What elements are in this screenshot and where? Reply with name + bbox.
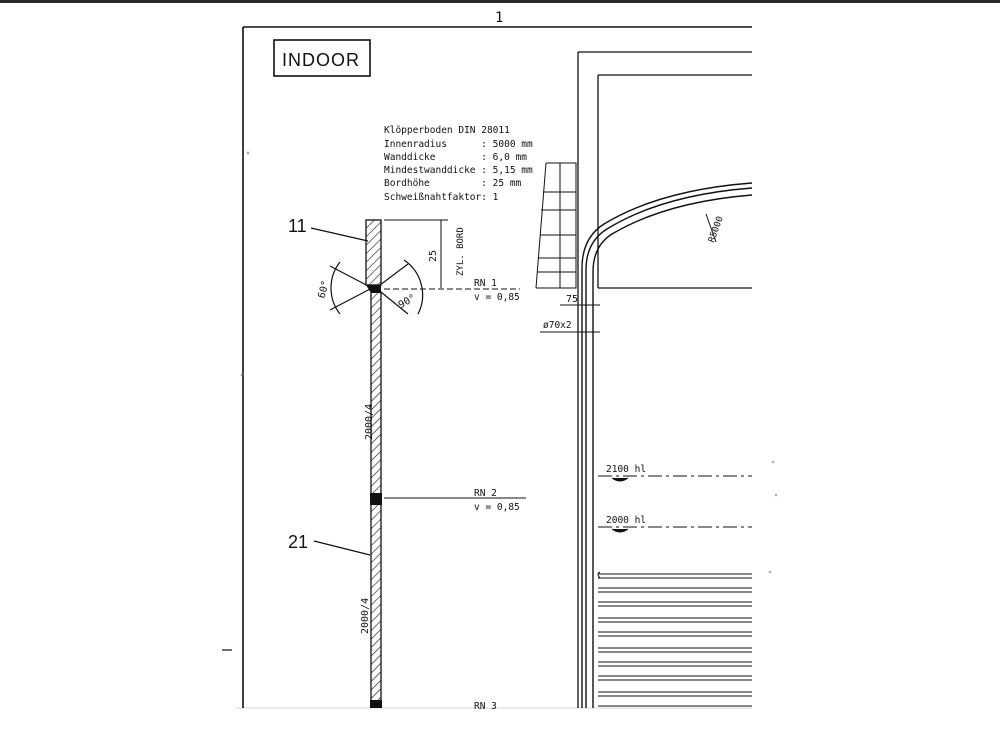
zyl-bord-label: ZYL. BORD (456, 227, 466, 276)
spec-line-5: Bordhöhe : 25 mm (384, 178, 522, 189)
spec-line-1: Klöpperboden DIN 28011 (384, 125, 510, 136)
level-2100-marker (611, 477, 629, 482)
angle-90-label: 90° (397, 293, 418, 312)
weld-angle-marks (329, 259, 424, 315)
spec-line-2: Innenradius : 5000 mm (384, 139, 533, 150)
rn2-label: RN 2 (474, 488, 497, 499)
radius-label: R5000 (707, 215, 726, 244)
section-upper-label: 2000/4 (364, 404, 375, 440)
rn2-factor: v = 0,85 (474, 502, 520, 513)
dim-25: 25 (428, 250, 439, 262)
bord-dimension (384, 219, 448, 288)
scan-specks (240, 151, 778, 574)
top-mark: 1 (495, 10, 503, 26)
level-2100-label: 2100 hl (606, 464, 646, 475)
level-2000-label: 2000 hl (606, 515, 646, 526)
dim-75: 75 (566, 294, 578, 305)
rn1-label: RN 1 (474, 278, 497, 289)
spec-line-4: Mindestwanddicke : 5,15 mm (384, 165, 533, 176)
spec-block: Klöpperboden DIN 28011 Innenradius : 500… (384, 125, 533, 203)
rn1-factor: v = 0,85 (474, 292, 520, 303)
section-lower-label: 2000/4 (360, 598, 371, 634)
sheet-frame (222, 26, 752, 709)
spec-line-6: Schweißnahtfaktor: 1 (384, 192, 499, 203)
vessel-outline (577, 51, 753, 708)
level-2000-marker (611, 528, 629, 533)
indoor-box (273, 39, 371, 77)
grid-block (535, 162, 577, 289)
part-11-label: 11 (288, 216, 307, 236)
rn3-label: RN 3 (474, 701, 497, 712)
top-border (0, 0, 1000, 3)
pipe-dimension (540, 304, 600, 333)
angle-60-label: 60° (317, 279, 332, 299)
part-21-label: 21 (288, 532, 308, 552)
leader-21 (313, 540, 371, 556)
pipe-label: ø70x2 (543, 320, 572, 331)
coil-lines (597, 571, 752, 707)
radius-leader (705, 213, 717, 243)
spec-line-3: Wanddicke : 6,0 mm (384, 152, 527, 163)
indoor-label: INDOOR (282, 50, 360, 70)
leader-11 (310, 227, 369, 242)
